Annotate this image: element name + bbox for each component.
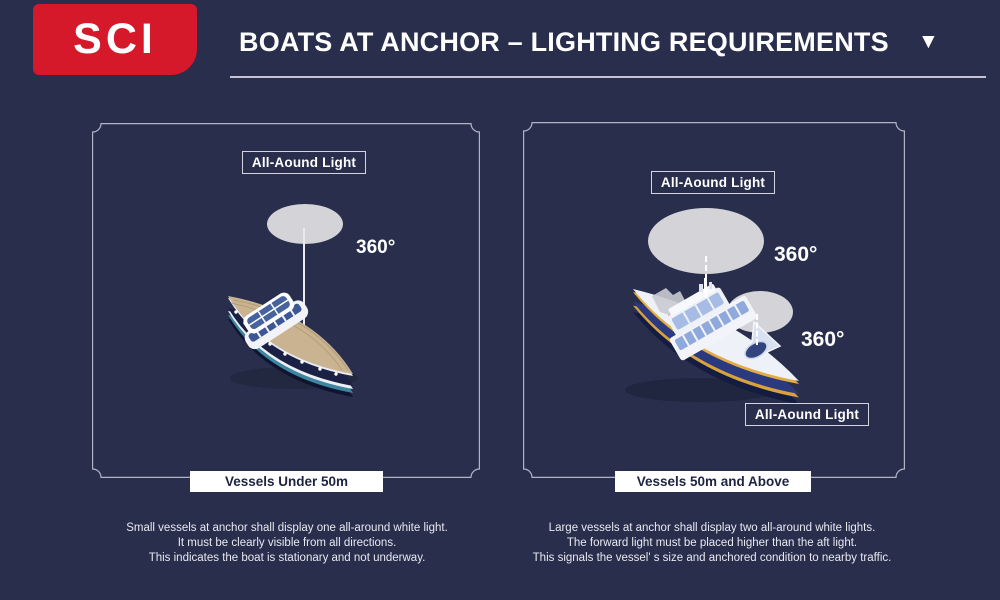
angle-360-forward: 360° [774,243,818,266]
all-around-light-label-large-bottom-text: All-Aound Light [754,407,860,422]
angle-360-small: 360° [356,237,396,258]
small-vessel-footer-text: Vessels Under 50m [224,474,349,489]
large-vessel-footer-text: Vessels 50m and Above [636,474,790,489]
sci-logo-text: SCI [73,15,157,63]
small-vessel-caption: Small vessels at anchor shall display on… [87,521,487,566]
all-around-light-glow-small [267,204,343,244]
sci-logo: SCI [33,4,197,75]
forward-light-dashed-line [704,256,707,298]
small-vessel-footer-label: Vessels Under 50m [190,471,383,492]
all-around-light-label-small-text: All-Aound Light [251,155,357,170]
all-around-light-label-large-top-text: All-Aound Light [660,175,766,190]
page-title: BOATS AT ANCHOR – LIGHTING REQUIREMENTS [239,27,889,57]
left-panel-frame [92,123,480,478]
all-around-light-label-large-bottom: All-Aound Light [745,403,869,426]
angle-360-aft: 360° [801,328,845,351]
header-divider [230,76,986,78]
large-vessel-caption: Large vessels at anchor shall display tw… [512,521,912,566]
aft-light-dashed-line [756,314,758,345]
large-vessel-illustration [625,278,799,404]
small-vessel-cabin [243,292,309,350]
right-panel-frame [523,122,905,478]
small-vessel-caption-line2: It must be clearly visible from all dire… [177,537,397,549]
all-around-light-label-large-top: All-Aound Light [651,171,775,194]
large-vessel-caption-line2: The forward light must be placed higher … [566,537,858,549]
small-vessel-illustration [228,292,358,397]
chevron-down-icon[interactable]: ▼ [918,30,939,53]
large-vessel-caption-line3: This signals the vessel' s size and anch… [532,552,892,564]
all-around-light-label-small: All-Aound Light [242,151,366,174]
large-vessel-caption-line1: Large vessels at anchor shall display tw… [548,522,876,534]
small-vessel-caption-line1: Small vessels at anchor shall display on… [126,522,448,534]
small-vessel-caption-line3: This indicates the boat is stationary an… [148,552,426,564]
large-vessel-deck-hatch [744,340,768,360]
large-vessel-footer-label: Vessels 50m and Above [615,471,811,492]
small-vessel-mast [302,228,305,346]
